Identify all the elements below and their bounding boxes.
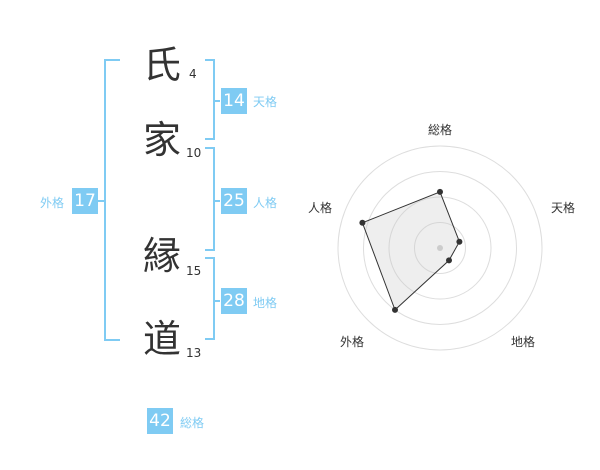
- jinkaku-value: 25: [221, 188, 247, 214]
- stroke-count-2: 10: [186, 146, 202, 160]
- radar-point-1: [456, 238, 463, 245]
- radar-ring: [363, 171, 517, 325]
- radar-ring: [337, 145, 543, 351]
- name-char-3: 縁: [143, 234, 182, 278]
- chikaku-label: 地格: [253, 296, 278, 310]
- radar-series-area: [361, 191, 460, 311]
- radar-ring: [414, 222, 466, 274]
- soukaku-value: 42: [147, 408, 173, 434]
- radar-axis-label-chikaku: 地格: [511, 335, 536, 349]
- radar-axis-label-soukaku: 総格: [428, 123, 453, 137]
- jinkaku-label: 人格: [253, 196, 278, 210]
- name-char-2: 家: [143, 118, 182, 162]
- gaikaku-label: 外格: [40, 196, 65, 210]
- radar-ring: [388, 196, 492, 300]
- radar-axis-label-tenkaku: 天格: [551, 201, 576, 215]
- soukaku-label: 総格: [180, 416, 205, 430]
- name-char-1: 氏: [143, 43, 182, 87]
- gaikaku-value: 17: [72, 188, 98, 214]
- stroke-count-1: 4: [189, 67, 197, 81]
- stroke-count-3: 15: [186, 264, 202, 278]
- stroke-count-4: 13: [186, 346, 202, 360]
- tenkaku-value: 14: [221, 88, 247, 114]
- radar-point-4: [359, 219, 366, 226]
- name-char-4: 道: [143, 317, 182, 361]
- radar-point-2: [446, 257, 452, 264]
- radar-axis-label-jinkaku: 人格: [308, 201, 333, 215]
- radar-axis-label-gaikaku: 外格: [340, 335, 365, 349]
- chikaku-value: 28: [221, 288, 247, 314]
- radar-point-3: [392, 306, 398, 313]
- radar-point-0: [437, 188, 443, 195]
- radar-center-point: [437, 245, 443, 251]
- tenkaku-label: 天格: [253, 95, 278, 109]
